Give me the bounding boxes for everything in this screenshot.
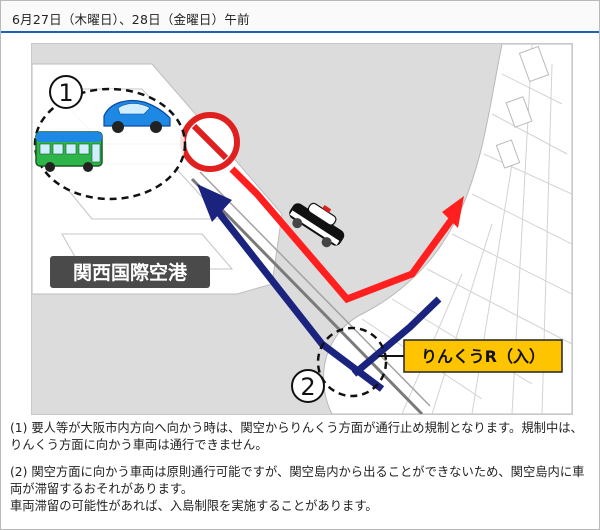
mainland-streets	[361, 44, 572, 414]
marker-2-badge: 2	[291, 369, 325, 403]
note-1-line-1: (1) 要人等が大阪市内方向へ向かう時は、関空からりんくう方面が通行止め規制とな…	[10, 421, 583, 435]
note-2-line-1: (2) 関空方面に向かう車両は原則通行可能ですが、関空島内から出ることができない…	[10, 465, 585, 479]
map-graphic: 1	[32, 44, 572, 414]
sky-gate-bridge-edge	[199, 171, 431, 407]
rinku-label: りんくうR（入）	[421, 347, 545, 366]
outbound-route	[229, 166, 455, 304]
note-2-line-3: 車両滞留の可能性があれば、入島制限を実施することがあります。	[10, 499, 378, 513]
marker-2-label: 2	[300, 373, 315, 401]
inbound-route-arrowhead	[197, 184, 232, 222]
mainland	[323, 44, 572, 414]
bus-icon	[35, 131, 103, 172]
notice-header: 6月27日（木曜日）、28日（金曜日）午前	[1, 1, 599, 33]
airport-label-box	[50, 256, 210, 288]
marker-1-label: 1	[58, 79, 73, 107]
marker-1-badge: 1	[49, 75, 83, 109]
airport-label: 関西国際空港	[73, 261, 188, 284]
piers	[495, 45, 550, 169]
no-entry-icon	[180, 112, 240, 172]
note-1-line-2: りんくう方面に向かう車両は通行できません。	[10, 438, 268, 452]
zone-2-circle	[316, 326, 388, 398]
note-2-line-2: 両が滞留するおそれがあります。	[10, 482, 194, 496]
rinku-inbound-route	[351, 296, 442, 377]
police-car-icon	[289, 202, 345, 248]
notice-date-title: 6月27日（木曜日）、28日（金曜日）午前	[12, 12, 250, 27]
outbound-route-arrowhead	[442, 196, 464, 228]
traffic-map: 1	[31, 43, 573, 415]
rinku-label-box	[403, 339, 563, 373]
car-icon	[103, 99, 171, 133]
